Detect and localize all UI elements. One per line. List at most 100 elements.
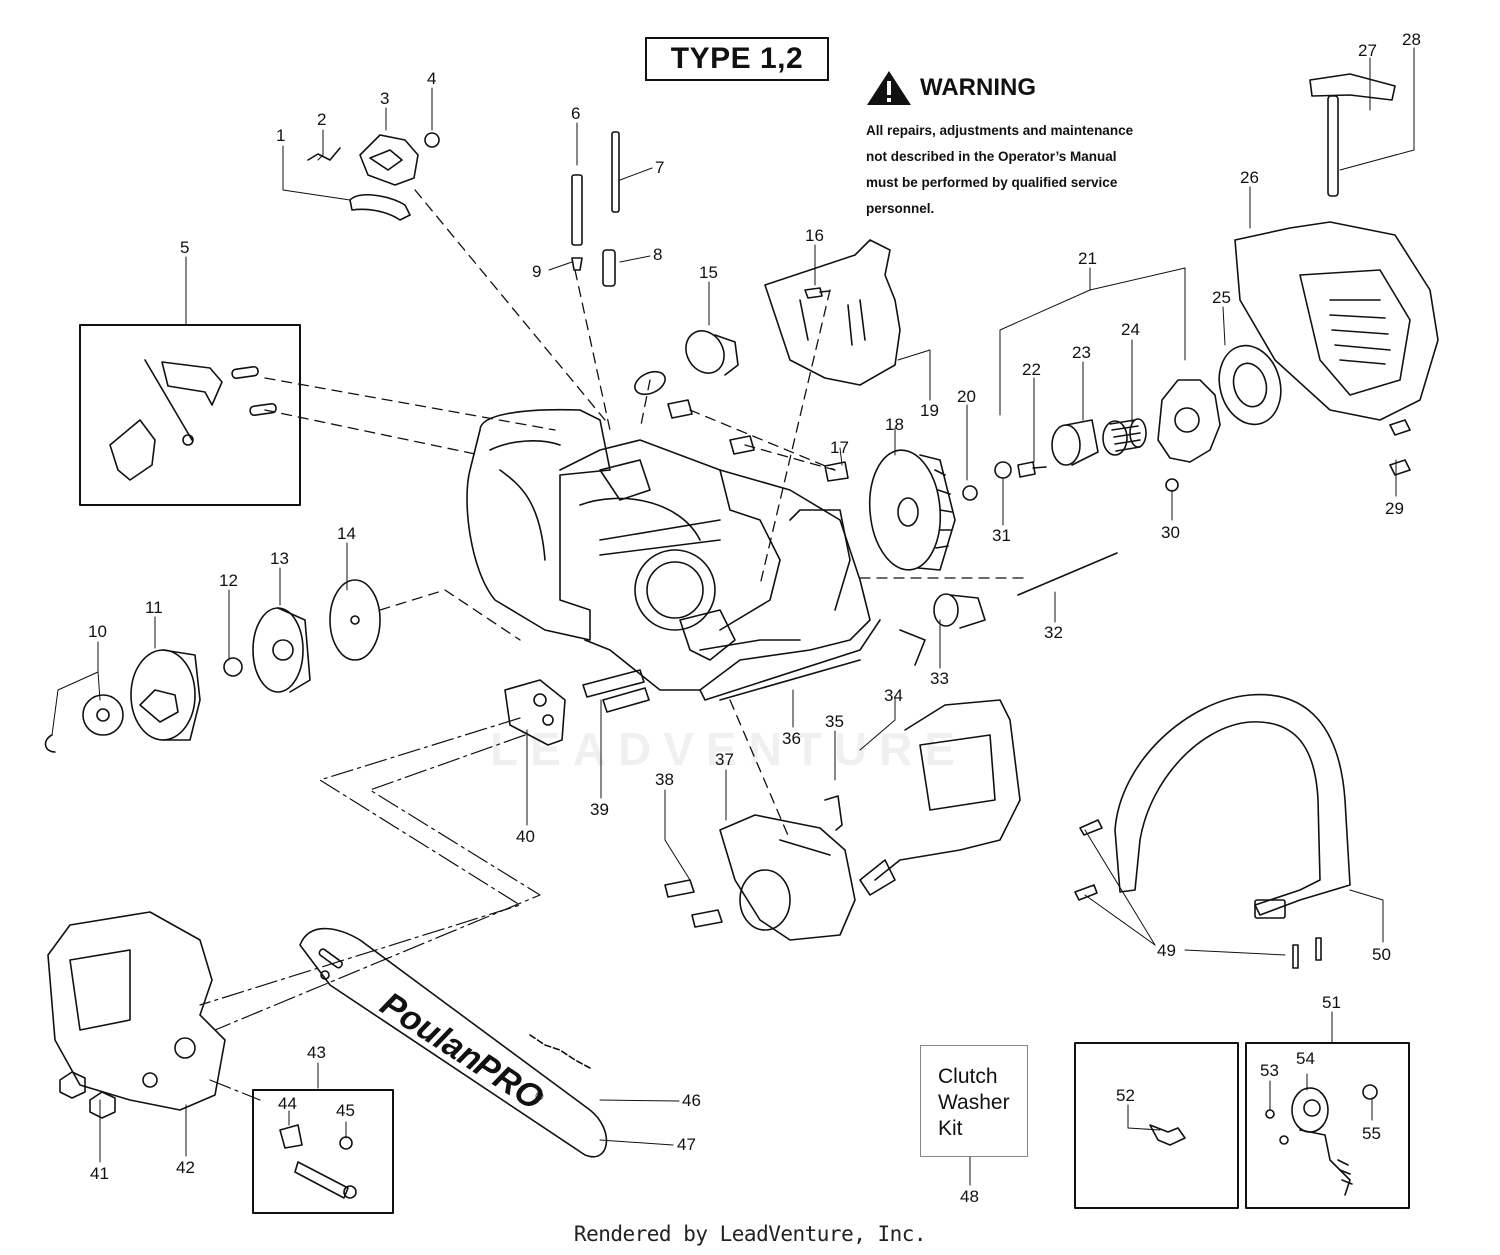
callout-29: 29 [1385, 499, 1404, 518]
part-17-clip-c [824, 461, 849, 482]
callout-3: 3 [380, 89, 389, 108]
part-50-shape [1114, 693, 1351, 919]
part-51-box [1245, 1042, 1410, 1209]
warning-header: WARNING [866, 70, 1172, 106]
callout-31: 31 [992, 526, 1011, 545]
callout-25: 25 [1212, 288, 1231, 307]
part-52-box [1074, 1042, 1239, 1209]
part-29-screw-a [1389, 419, 1411, 436]
callout-54: 54 [1296, 1049, 1315, 1068]
callout-4: 4 [427, 69, 436, 88]
callout-13: 13 [270, 549, 289, 568]
part-40-shape [504, 679, 566, 746]
part-3-shape [359, 134, 419, 186]
callout-10: 10 [88, 622, 107, 641]
guide-bar-brand: Poulan PRO ® [374, 985, 550, 1118]
part-1-shape [349, 194, 411, 221]
callout-26: 26 [1240, 168, 1259, 187]
part-22-shape [1017, 461, 1047, 478]
callout-43: 43 [307, 1043, 326, 1062]
part-25-shape [1218, 344, 1282, 426]
part-8-shape [602, 249, 616, 287]
callout-21: 21 [1078, 249, 1097, 268]
callout-45: 45 [336, 1101, 355, 1120]
callout-15: 15 [699, 263, 718, 282]
type-label: TYPE 1,2 [645, 37, 829, 81]
callout-38: 38 [655, 770, 674, 789]
part-5-lever [161, 361, 223, 406]
callout-14: 14 [337, 524, 356, 543]
callout-22: 22 [1022, 360, 1041, 379]
callout-30: 30 [1161, 523, 1180, 542]
part-43-box [252, 1089, 394, 1214]
assembly-lines [264, 189, 1031, 841]
part-27-handle [1309, 73, 1396, 101]
callout-27: 27 [1358, 41, 1377, 60]
callout-53: 53 [1260, 1061, 1279, 1080]
kit-label-line: Kit [938, 1117, 963, 1140]
part-17-clip-b [729, 435, 755, 455]
part-49-screw-b [1074, 884, 1098, 901]
part-29-screw-b [1389, 459, 1411, 476]
part-35-shape [824, 795, 843, 831]
part-55-nut [1362, 1084, 1378, 1100]
part-49-screw-c [1292, 944, 1299, 969]
part-49-screw-a [1079, 819, 1103, 836]
callout-2: 2 [317, 110, 326, 129]
part-37-shape [719, 814, 856, 941]
warning-body: All repairs, adjustments and maintenance… [866, 118, 1172, 222]
part-17-clip-a [667, 399, 693, 419]
callout-17: 17 [830, 438, 849, 457]
part-24-shape [1102, 418, 1147, 456]
callout-9: 9 [532, 262, 541, 281]
part-28-rope [1327, 95, 1339, 197]
part-5-trigger [109, 419, 156, 481]
callout-52: 52 [1116, 1086, 1135, 1105]
callout-numbers: 1 2 3 4 5 6 7 8 9 10 11 12 13 14 15 16 1… [88, 30, 1421, 1206]
kit-label-line: Washer [938, 1091, 1010, 1114]
callout-8: 8 [653, 245, 662, 264]
callout-19: 19 [920, 401, 939, 420]
part-10-clip [44, 734, 56, 753]
callout-18: 18 [885, 415, 904, 434]
warning-line: All repairs, adjustments and maintenance [866, 123, 1134, 138]
clutch-washer-kit-box: Clutch Washer Kit [920, 1045, 1028, 1157]
part-26-shape [1234, 221, 1439, 421]
callout-20: 20 [957, 387, 976, 406]
callout-24: 24 [1121, 320, 1140, 339]
callout-40: 40 [516, 827, 535, 846]
part-44-shape [279, 1124, 303, 1149]
callout-11: 11 [145, 598, 163, 617]
part-54-shape [1291, 1087, 1353, 1196]
part-9-shape [571, 257, 583, 271]
engine-housing [466, 408, 881, 701]
callout-44: 44 [278, 1094, 297, 1113]
warning-line: personnel. [866, 201, 935, 216]
part-38-bolt-b [691, 909, 723, 928]
part-4-shape [424, 132, 440, 148]
callout-49: 49 [1157, 941, 1176, 960]
part-39-bolt-a [582, 669, 645, 698]
part-21-shape [1157, 379, 1221, 463]
part-53-screw-a [1265, 1109, 1275, 1119]
part-39-bolt-b [602, 687, 650, 713]
warning-title: WARNING [920, 74, 1036, 101]
callout-23: 23 [1072, 343, 1091, 362]
callout-12: 12 [219, 571, 238, 590]
part-18-shape [868, 449, 956, 571]
svg-text:Poulan: Poulan [374, 985, 490, 1079]
callout-39: 39 [590, 800, 609, 819]
part-33-shape [899, 593, 986, 666]
callout-5: 5 [180, 238, 189, 257]
part-34-shape [859, 699, 1021, 896]
callout-16: 16 [805, 226, 824, 245]
part-20-shape [962, 485, 978, 501]
part-30-shape [1165, 478, 1179, 492]
part-45-shape [339, 1136, 353, 1150]
guide-bar-shape [299, 927, 608, 1158]
part-31-shape [994, 461, 1012, 479]
callout-51: 51 [1322, 993, 1341, 1012]
part-32-shape [1017, 552, 1118, 596]
part-53-screw-b [1279, 1135, 1289, 1145]
part-41-nut-b [89, 1091, 116, 1119]
